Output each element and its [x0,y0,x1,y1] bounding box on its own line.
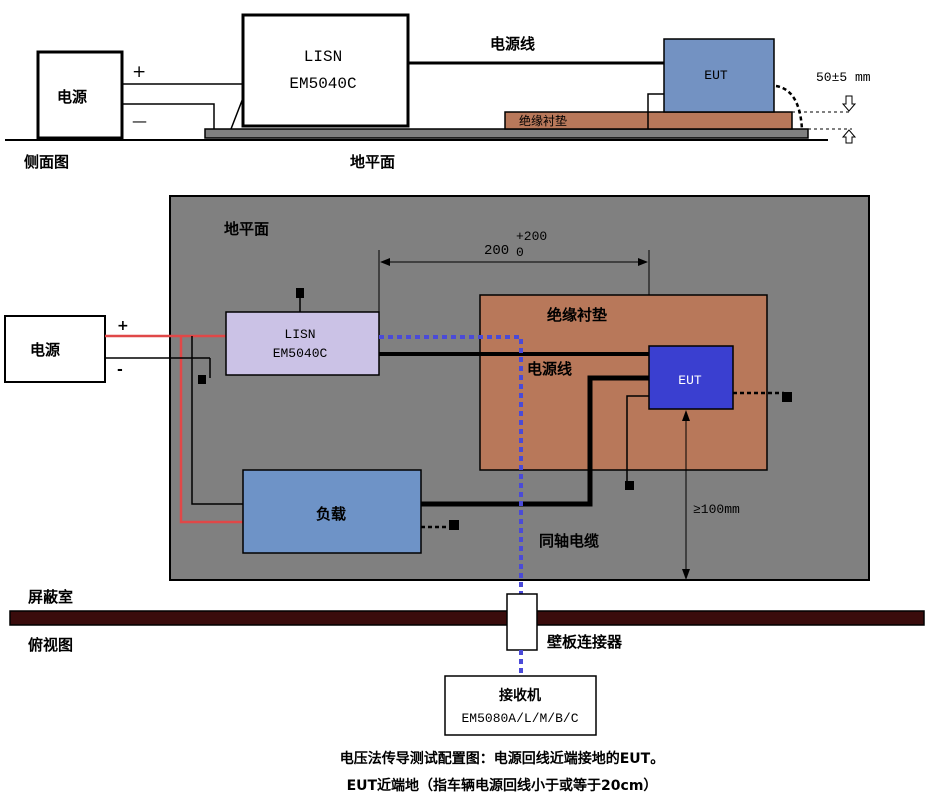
top-lisn-label-2: EM5040C [273,346,328,361]
top-ground-plane-label: 地平面 [224,220,269,238]
top-eut-ground-point [782,392,792,402]
caption-line-2: EUT近端地（指车辆电源回线小于或等于20cm） [347,777,658,794]
side-lisn-label-2: EM5040C [289,75,356,93]
top-dim-tol-plus: +200 [516,229,547,244]
side-power-line-label: 电源线 [490,35,535,53]
top-dim-arrow-left [380,258,390,266]
side-power-supply-label: 电源 [57,88,87,106]
side-lisn-box [241,13,410,128]
wall-connector-label: 壁板连接器 [547,633,623,651]
receiver-box [444,675,597,736]
top-edge-arrow-top [682,410,690,421]
side-ground-plane-label: 地平面 [350,153,395,171]
top-insulating-pad-label: 绝缘衬垫 [547,306,607,324]
top-plus-sign: + [117,318,129,334]
top-eut-label: EUT [678,373,702,388]
shielded-room-label: 屏蔽室 [28,588,73,606]
top-lisn-label-1: LISN [284,327,315,342]
top-eut-return-ground [625,481,634,490]
top-load-box [242,469,422,554]
side-eut-box [663,38,775,113]
side-ground-plane [204,128,809,139]
top-eut-return-lead [626,395,649,485]
top-lisn-box [225,311,380,376]
top-coax-label: 同轴电缆 [539,532,599,550]
side-plus-sign: + [132,62,146,82]
side-minus-lead [122,103,215,129]
top-load-ground-point [449,520,459,530]
top-plus-wire-to-load [179,336,243,524]
top-view: 地平面 200 +200 0 电源 + - 绝缘衬垫 LISN EM5040C [4,195,870,594]
top-power-supply-box [4,315,106,383]
top-dim-main: 200 [484,243,509,259]
top-load-eut-cable [421,375,649,507]
top-edge-arrow-bottom [682,569,690,580]
top-edge-distance: ≥100mm [693,502,740,517]
receiver-label-1: 接收机 [499,687,541,704]
side-lisn-label-1: LISN [304,48,342,66]
side-insulating-pad-label: 绝缘衬垫 [519,113,567,128]
side-height-arrow-up [841,129,857,144]
shielded-room-wall [9,610,925,626]
top-lisn-ground-point [296,288,304,298]
top-minus-wire-to-load [191,336,243,505]
top-eut-box [648,345,734,410]
side-eut-label: EUT [704,68,728,83]
top-coax-cable [379,335,523,594]
receiver-label-2: EM5080A/L/M/B/C [461,711,578,726]
side-height-arrow-down [841,95,857,112]
top-power-line-label: 电源线 [527,360,572,378]
side-minus-sign: — [132,112,147,130]
side-eut-return-lead [647,93,664,129]
top-power-supply-label: 电源 [30,341,60,359]
side-lisn-ground-strap [230,97,244,130]
top-view-label: 俯视图 [28,636,73,654]
top-load-label: 负载 [316,505,346,523]
side-power-supply-box [36,50,124,140]
side-view-label: 侧面图 [24,153,69,171]
top-minus-sign: - [117,362,123,378]
top-dim-arrow-right [638,258,648,266]
top-minus-ground-point [198,375,206,384]
top-dim-tol-minus: 0 [516,245,524,260]
caption-line-1: 电压法传导测试配置图：电源回线近端接地的EUT。 [340,750,664,767]
side-eut-dashed-ground [775,84,804,131]
wall-connector [506,593,538,651]
shielded-room-section: 屏蔽室 俯视图 壁板连接器 接收机 EM5080A/L/M/B/C [9,588,925,736]
side-height-note: 50±5 mm [816,70,871,85]
side-view: 电源 + — LISN EM5040C 电源线 绝缘衬垫 EUT 50±5 mm… [5,13,871,171]
